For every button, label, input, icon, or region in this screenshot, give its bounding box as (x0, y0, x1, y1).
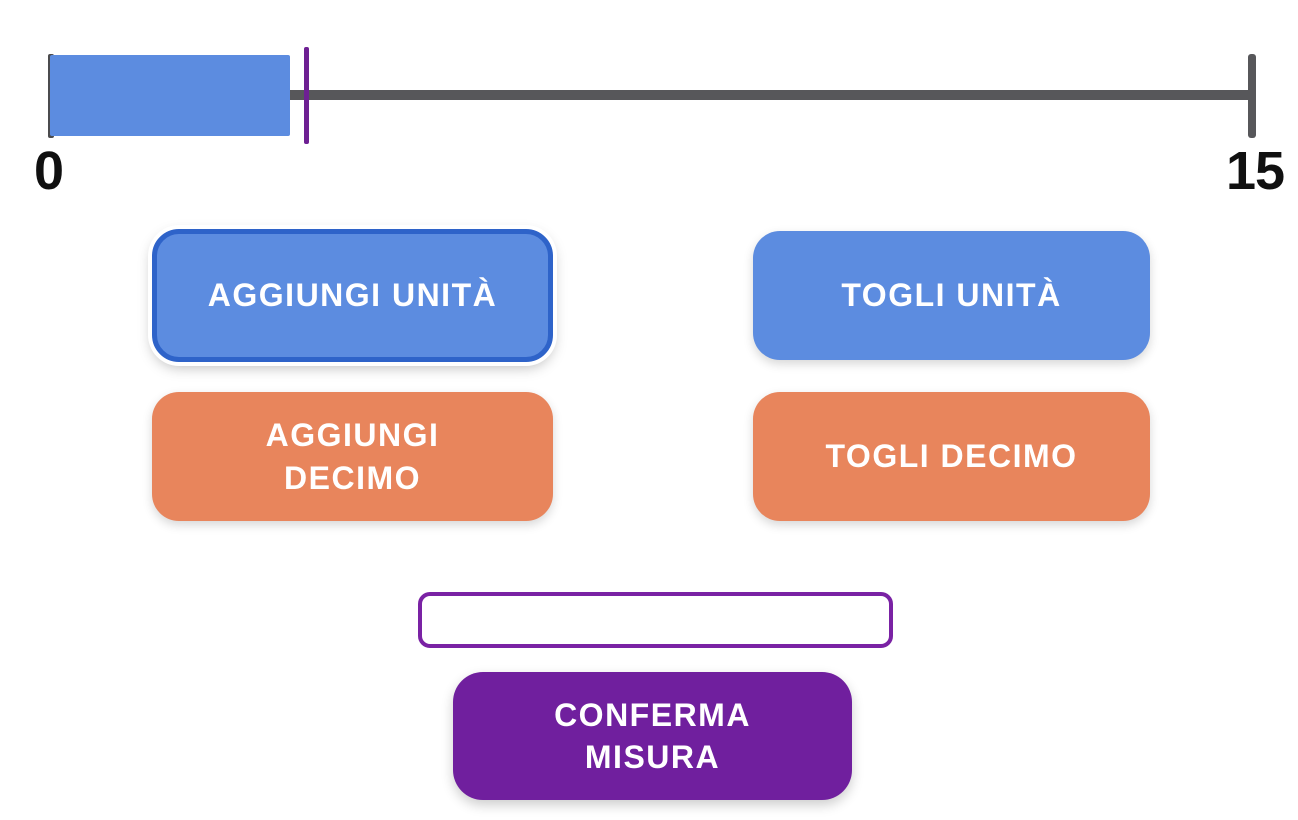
ruler-baseline (48, 90, 1256, 100)
confirm-measure-label: CONFERMA MISURA (554, 696, 751, 775)
target-marker (303, 47, 309, 144)
add-tenth-button[interactable]: AGGIUNGI DECIMO (152, 392, 553, 521)
ruler-label-min: 0 (34, 141, 64, 201)
add-unit-label: AGGIUNGI UNITÀ (207, 277, 498, 314)
remove-tenth-label: TOGLI DECIMO (825, 438, 1078, 475)
remove-unit-label: TOGLI UNITÀ (841, 277, 1062, 314)
ruler-tick-end (1248, 54, 1256, 138)
ruler-label-max: 15 (1226, 141, 1285, 201)
remove-tenth-button[interactable]: TOGLI DECIMO (753, 392, 1150, 521)
measure-input[interactable] (418, 592, 893, 648)
confirm-measure-button[interactable]: CONFERMA MISURA (453, 672, 852, 800)
measure-bar (50, 55, 290, 136)
add-unit-button[interactable]: AGGIUNGI UNITÀ (152, 229, 553, 362)
remove-unit-button[interactable]: TOGLI UNITÀ (753, 231, 1150, 360)
add-tenth-label: AGGIUNGI DECIMO (265, 417, 440, 496)
